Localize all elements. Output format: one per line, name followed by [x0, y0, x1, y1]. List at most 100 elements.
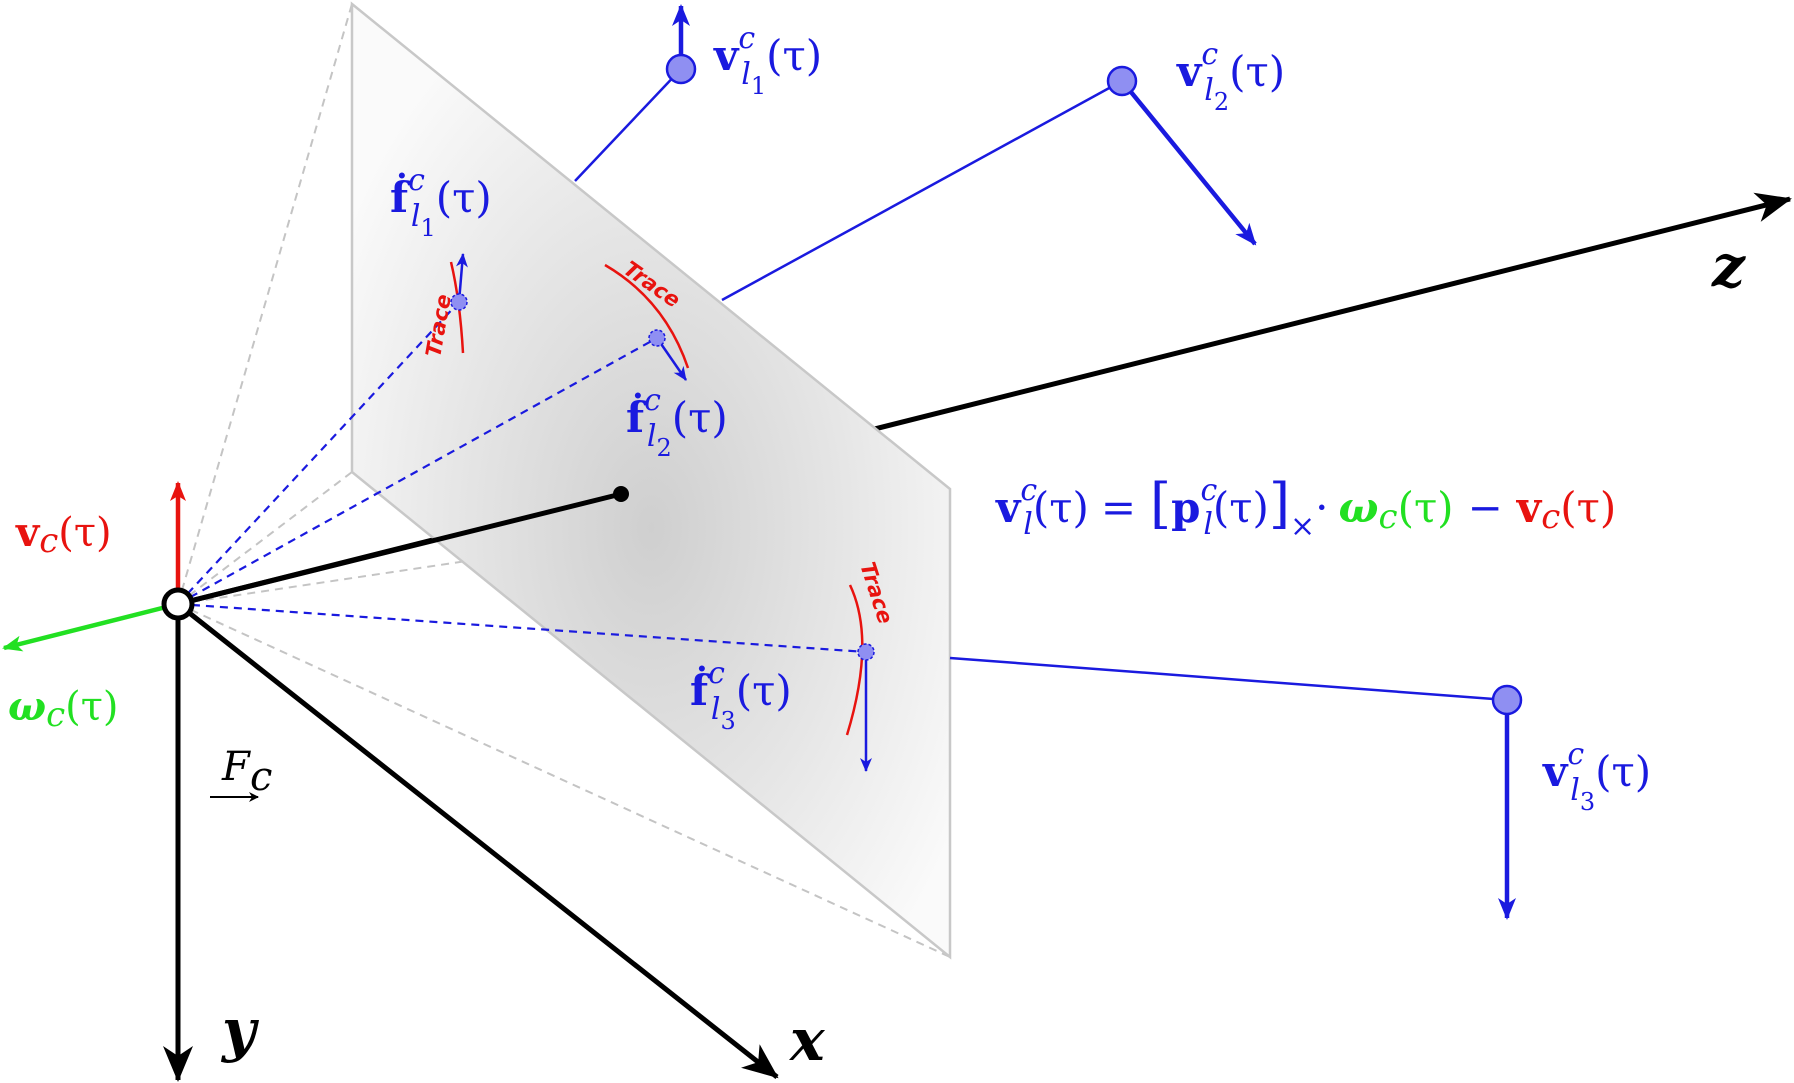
equation-lhs-base: v: [995, 483, 1022, 532]
projection-ray-2: [177, 337, 658, 605]
camera-velocity-sub: c: [39, 521, 58, 561]
feature-point-2: [648, 329, 666, 347]
landmark-velocity-3-sub: l: [1570, 773, 1580, 808]
landmark-velocity-3-base: v: [1542, 747, 1569, 796]
landmark-point-3: [1491, 684, 1523, 716]
landmark-rays: [574, 68, 1508, 702]
landmark-point-2: [1106, 65, 1138, 97]
image-plane: [350, 1, 952, 960]
frustum-line-top: [177, 3, 353, 605]
equation-p-sub: l: [1203, 507, 1213, 542]
equation-p-base: p: [1171, 483, 1200, 532]
equation-lhs-arg: (τ): [1033, 483, 1089, 532]
landmark-velocity-2-arg: (τ): [1229, 47, 1285, 96]
feature-velocity-2-sub: l: [647, 419, 657, 454]
feature-velocity-1-base: ḟ: [390, 171, 411, 222]
feature-velocity-3-sub: l: [711, 692, 721, 727]
principal-point: [613, 486, 629, 502]
equation-minus: −: [1468, 483, 1503, 532]
equation-p-sup: c: [1201, 473, 1218, 508]
equation-lhs-sub: l: [1023, 507, 1033, 542]
feature-velocity-3-sup: c: [708, 656, 725, 691]
principal-ray: [177, 491, 622, 607]
projection-rays: [177, 301, 867, 654]
landmark-velocity-1-sup: c: [738, 21, 755, 56]
landmark-ray-1: [574, 68, 682, 182]
landmark-velocity-1-arg: (τ): [766, 31, 822, 80]
feature-velocity-3-base: ḟ: [690, 664, 711, 715]
x-axis: [176, 602, 779, 1079]
landmark-point-1: [665, 53, 697, 85]
feature-velocity-1-subsub: 1: [421, 214, 436, 242]
equation-omega-sub: c: [1379, 497, 1398, 537]
frame-label-sub: c: [250, 754, 272, 800]
equation-v-sub: c: [1541, 497, 1560, 537]
camera-velocity-arg: (τ): [58, 510, 111, 556]
feature-points: [450, 293, 875, 661]
equation-dot: ·: [1315, 483, 1328, 532]
landmark-ray-2: [721, 79, 1123, 302]
landmark-velocity-3-subsub: 3: [1580, 788, 1595, 816]
z-axis-label: z: [1711, 232, 1746, 300]
landmark-velocity-1-sub: l: [741, 57, 751, 92]
camera-angular-velocity-sub: c: [46, 695, 65, 735]
landmark-velocity-2-subsub: 2: [1214, 88, 1229, 116]
frame-label: F c: [210, 744, 272, 802]
landmark-velocity-2-sup: c: [1201, 37, 1218, 72]
frustum-line-bottom: [177, 603, 951, 958]
feature-velocity-1-sup: c: [408, 163, 425, 198]
equation-p-arg: (τ): [1213, 483, 1269, 532]
feature-velocity-arrow-1: [455, 253, 468, 303]
feature-velocity-2-sup: c: [644, 383, 661, 418]
equation-equals: =: [1101, 483, 1136, 532]
camera-angular-velocity-arg: (τ): [65, 684, 118, 730]
feature-velocity-3-arg: (τ): [736, 666, 792, 715]
camera-origin: [161, 587, 195, 621]
equation-left-bracket: [: [1150, 472, 1171, 535]
equation-omega-base: ω: [1339, 483, 1379, 532]
feature-velocity-2-subsub: 2: [657, 434, 672, 462]
equation-lhs-sup: c: [1020, 473, 1037, 508]
landmark-ray-3: [949, 656, 1508, 702]
equation-v-arg: (τ): [1560, 483, 1616, 532]
landmark-velocity-3-sup: c: [1567, 737, 1584, 772]
landmark-velocity-1-subsub: 1: [751, 72, 766, 100]
y-axis-label: y: [220, 996, 260, 1064]
landmark-velocity-3-arg: (τ): [1595, 747, 1651, 796]
camera-angular-velocity-arrow: [2, 601, 179, 652]
feature-velocity-2-base: ḟ: [626, 391, 647, 442]
frame-label-base: F: [221, 744, 251, 790]
feature-point-1: [450, 293, 468, 311]
camera-velocity-base: v: [15, 509, 41, 556]
projection-ray-3: [177, 602, 867, 654]
equation-right-bracket: ]: [1269, 472, 1290, 535]
equation-omega-arg: (τ): [1398, 483, 1454, 532]
feature-velocity-3-subsub: 3: [721, 707, 736, 735]
landmark-velocity-2-sub: l: [1204, 73, 1214, 108]
equation-v-base: v: [1516, 483, 1543, 532]
frustum-line-left: [177, 471, 353, 605]
camera-velocity-label: vc(τ): [15, 509, 112, 561]
feature-point-3: [857, 643, 875, 661]
landmark-velocity-2-base: v: [1176, 47, 1203, 96]
feature-velocity-1-arg: (τ): [436, 173, 492, 222]
camera-angular-velocity-label: ωc(τ): [8, 683, 118, 735]
landmark-velocity-1-base: v: [713, 31, 740, 80]
trace-curve-2: [604, 263, 690, 369]
feature-velocity-1-sub: l: [411, 199, 421, 234]
camera-angular-velocity-base: ω: [8, 683, 46, 730]
landmark-points: [665, 53, 1523, 716]
x-axis-label: x: [788, 1006, 826, 1074]
equation-cross: ×: [1290, 509, 1315, 544]
projection-ray-1: [177, 301, 460, 605]
landmark-velocity-arrow-2: [1120, 79, 1257, 246]
feature-velocity-2-arg: (τ): [672, 393, 728, 442]
